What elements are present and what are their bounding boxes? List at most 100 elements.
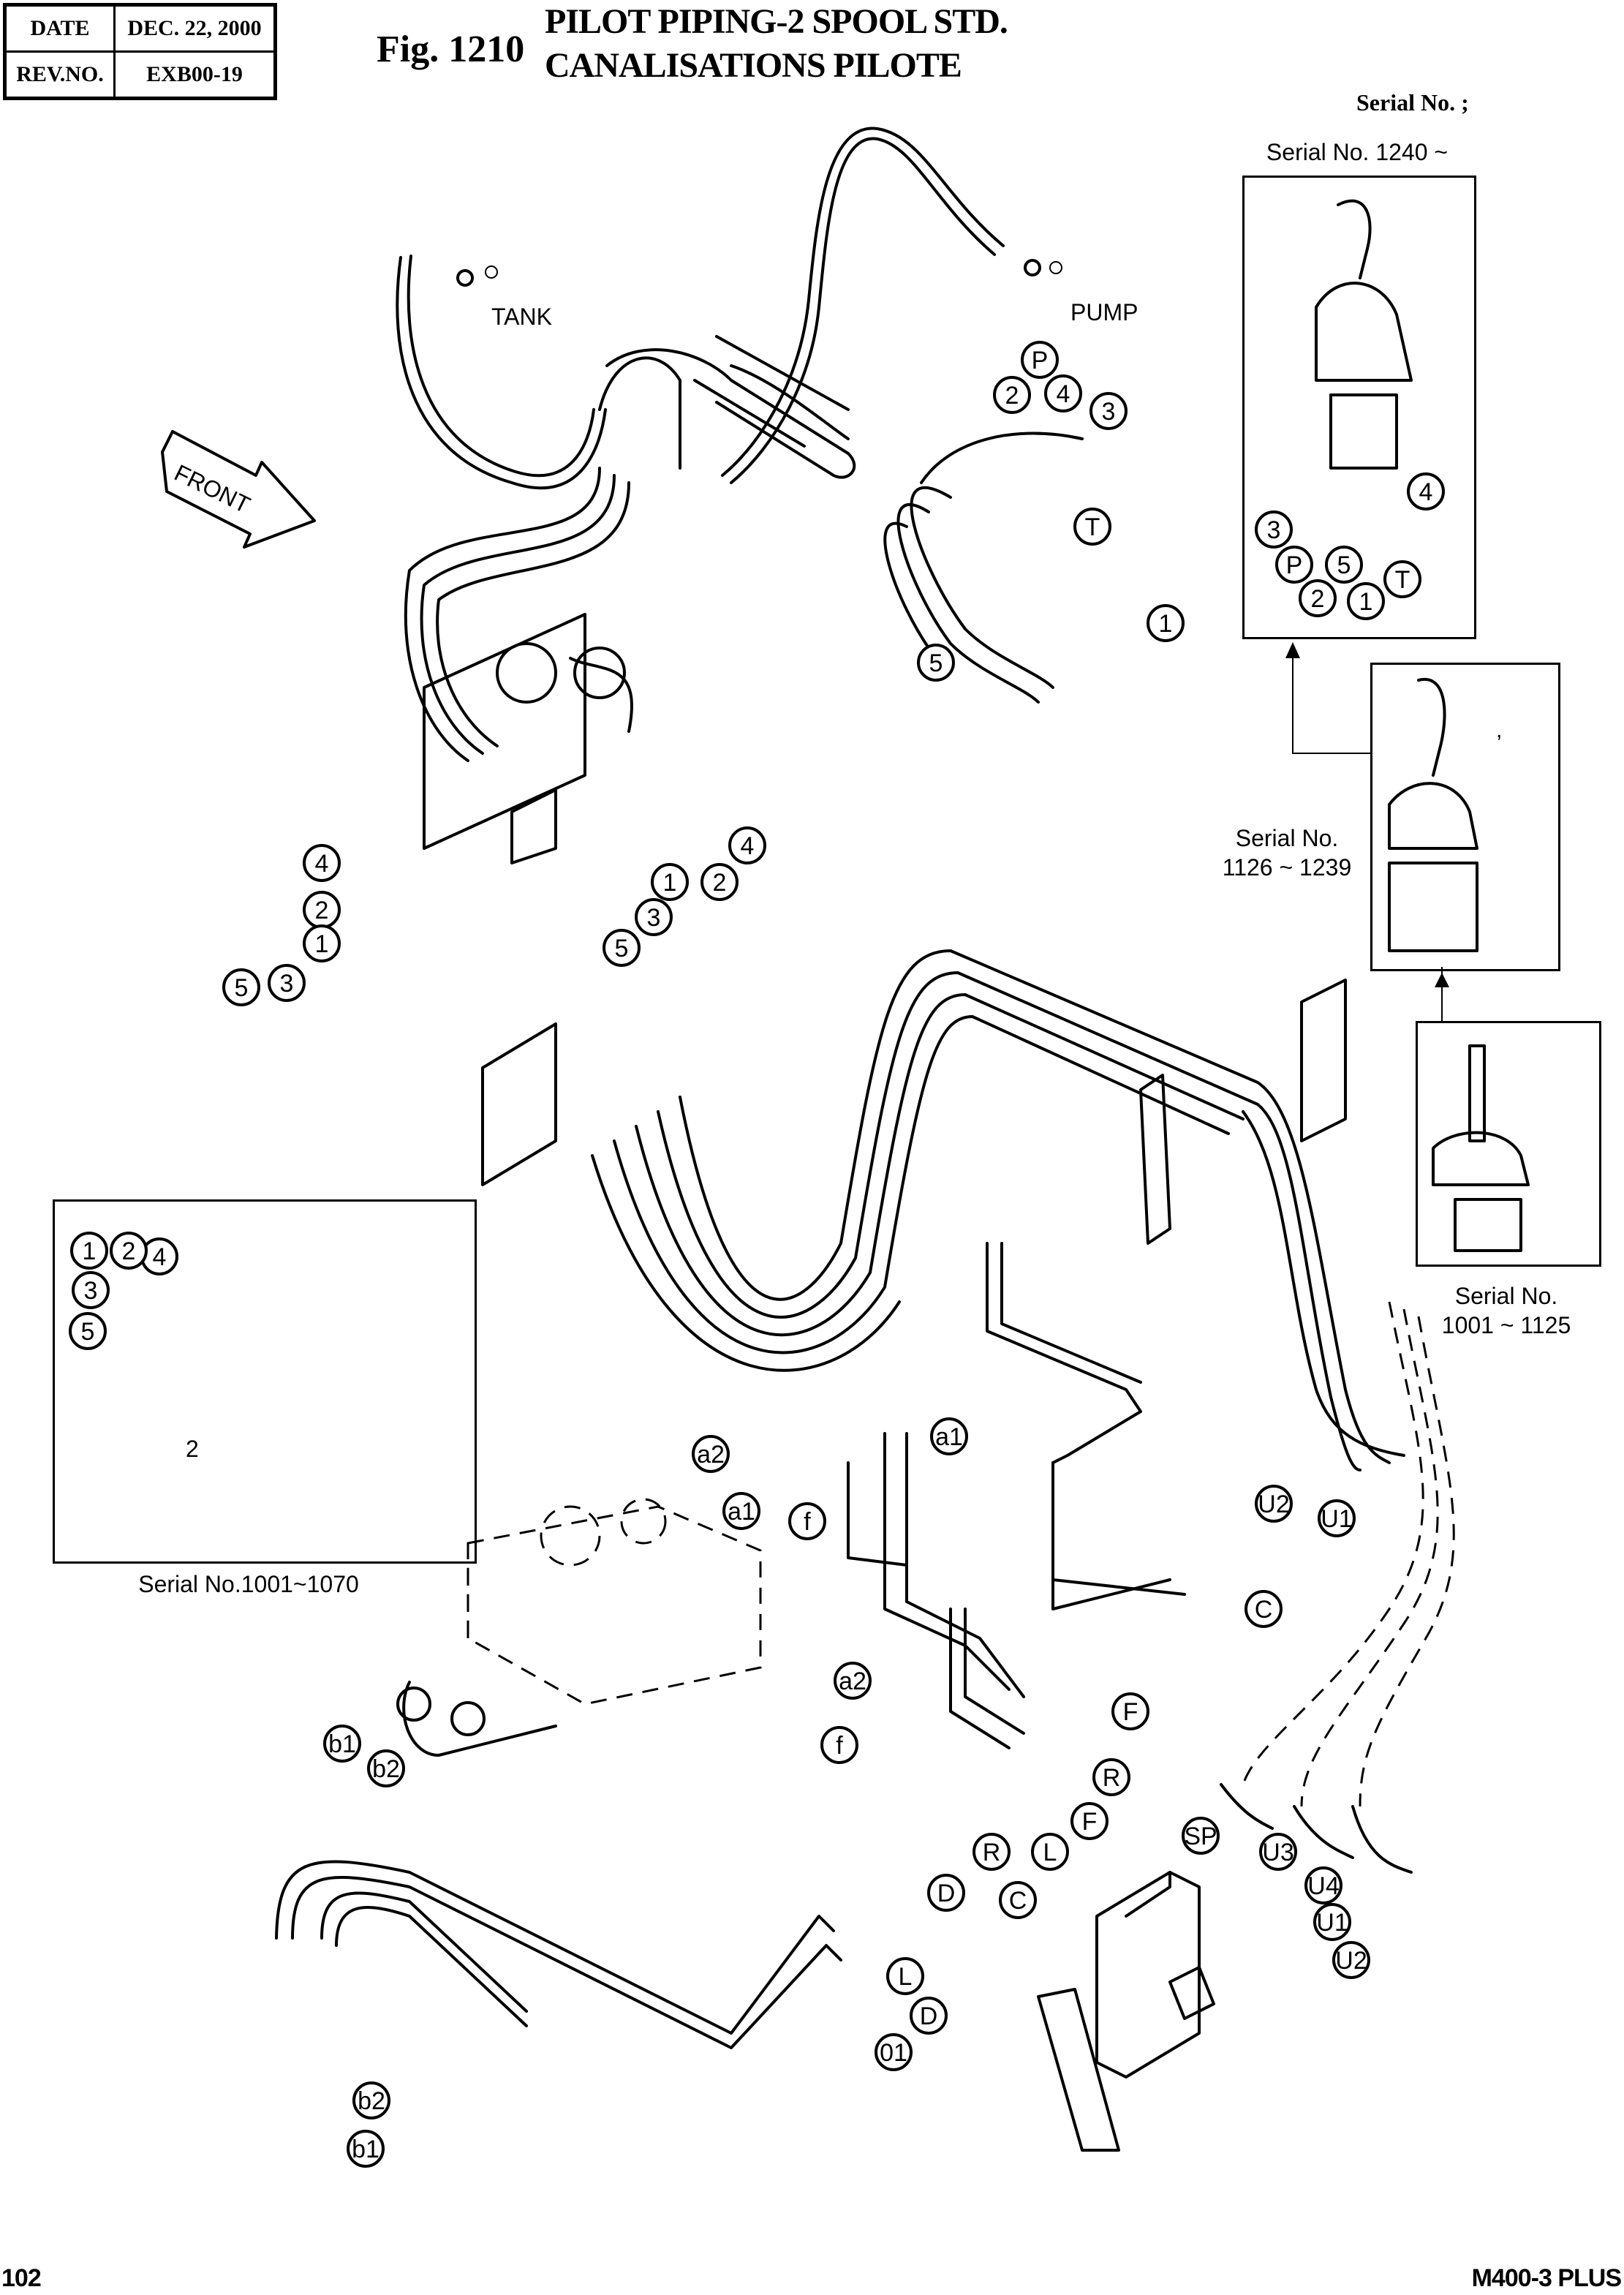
- callout-circle: [110, 1232, 148, 1270]
- callout-bubble: 1: [1147, 604, 1185, 642]
- callout-label: 1: [315, 930, 329, 958]
- callout-circle: [1332, 1941, 1370, 1979]
- callout-label: 4: [741, 832, 755, 860]
- callout-bubble: 5: [222, 968, 260, 1006]
- callout-label: F: [1123, 1698, 1138, 1726]
- callout-circle: [1255, 510, 1293, 549]
- callout-bubble: U2: [1332, 1941, 1370, 1979]
- callout-label: 5: [1337, 551, 1351, 579]
- callout-circle: [603, 929, 641, 967]
- s-curve-hoses: [591, 949, 1405, 1471]
- callout-circle: [1325, 546, 1363, 584]
- callout-label: 5: [615, 935, 629, 962]
- callout-label: 01: [880, 2039, 907, 2067]
- callout-label: b1: [352, 2136, 379, 2163]
- tank-hose: [396, 255, 607, 490]
- callout-label: 1: [83, 1237, 97, 1265]
- callout-bubble: a1: [722, 1492, 760, 1530]
- callout-bubble: P: [1275, 546, 1313, 584]
- callout-circle: [1021, 341, 1059, 379]
- callout-label: 5: [81, 1318, 95, 1346]
- callout-bubble: 4: [140, 1237, 178, 1275]
- joystick-1240: [1315, 199, 1413, 470]
- callout-label: U1: [1321, 1505, 1352, 1533]
- callout-label: a1: [728, 1498, 755, 1526]
- callout-circle: [1089, 392, 1128, 430]
- callout-circle: [1407, 472, 1445, 510]
- hose-bundle-bellows: [598, 335, 856, 479]
- front-arrow: FRONT: [161, 430, 316, 549]
- callout-circle: [1147, 604, 1185, 642]
- bottom-steel-lines: [275, 1860, 842, 2049]
- callout-label: F: [1082, 1808, 1098, 1836]
- callout-bubble: C: [1245, 1590, 1283, 1628]
- rev-label: REV.NO.: [4, 50, 116, 99]
- callout-bubble: 2: [700, 863, 739, 901]
- callout-circle: [834, 1662, 872, 1700]
- callout-bubble: U3: [1259, 1833, 1297, 1871]
- variant-serial-1126: Serial No. 1126 ~ 1239: [1206, 824, 1367, 882]
- older-serial-label: Serial No.1001~1070: [138, 1571, 359, 1597]
- callout-label: C: [1009, 1887, 1027, 1915]
- variant-serial-line1: Serial No.: [1235, 825, 1339, 851]
- callout-circle: [635, 898, 673, 936]
- callout-circle: [1304, 1866, 1342, 1904]
- title-french: CANALISATIONS PILOTE: [545, 46, 962, 85]
- variant-serial-1240: Serial No. 1240 ~: [1243, 137, 1471, 167]
- hose-clamp-bracket: [1139, 979, 1347, 1245]
- callout-circle: [352, 2081, 390, 2119]
- revision-table: DATE DEC. 22, 2000 REV.NO. EXB00-19: [3, 3, 277, 100]
- page-number: 102: [1, 2264, 42, 2292]
- mounting-bracket: [423, 613, 633, 1186]
- callout-bubble: 3: [1255, 510, 1293, 549]
- callout-label: 2: [713, 869, 727, 897]
- callout-bubble: F: [1070, 1802, 1109, 1840]
- callout-label: P: [1032, 347, 1049, 374]
- callout-bubble: U1: [1313, 1903, 1351, 1941]
- callout-label: C: [1255, 1596, 1273, 1624]
- callout-circle: [917, 644, 955, 682]
- callout-label: f: [804, 1508, 811, 1536]
- callout-circle: [999, 1881, 1037, 1919]
- callout-bubble: R: [972, 1833, 1011, 1871]
- variant-serial-line2: 1126 ~ 1239: [1222, 854, 1352, 881]
- serial-header: Serial No. ;: [1356, 89, 1469, 116]
- callout-circle: [1031, 1833, 1069, 1871]
- callout-bubble: R: [1092, 1758, 1130, 1796]
- callout-label: 3: [1267, 516, 1281, 544]
- main-hose-bundle: [404, 432, 1084, 762]
- callout-label: f: [836, 1732, 843, 1760]
- callout-circle: [70, 1232, 108, 1270]
- callout-bubble: 2: [993, 376, 1031, 414]
- callout-bubble: b2: [352, 2081, 390, 2119]
- callout-label: 3: [1102, 398, 1116, 426]
- joystick-1001: [1432, 1044, 1530, 1252]
- callout-bubble: 3: [268, 964, 306, 1002]
- callout-circle: [692, 1435, 730, 1473]
- callout-label: 2: [122, 1237, 136, 1265]
- stray-comma: ,: [1496, 718, 1502, 742]
- callout-bubble: 4: [728, 826, 766, 864]
- callout-label: L: [899, 1963, 913, 1991]
- callout-label: b1: [328, 1730, 356, 1758]
- callout-circle: [1259, 1833, 1297, 1871]
- callout-bubble: b1: [323, 1725, 361, 1763]
- callout-label: SP: [1184, 1823, 1217, 1850]
- callout-circle: [728, 826, 766, 864]
- callout-circle: [1347, 582, 1385, 620]
- callout-circle: [303, 924, 341, 962]
- callout-label: b2: [372, 1755, 400, 1783]
- callout-label: 5: [235, 974, 249, 1002]
- callout-bubble: C: [999, 1881, 1037, 1919]
- callout-bubble: 3: [1089, 392, 1128, 430]
- callout-circle: [651, 863, 689, 901]
- callout-label: U2: [1258, 1491, 1289, 1518]
- callout-bubble: 01: [875, 2033, 913, 2071]
- callout-label: P: [1286, 551, 1303, 579]
- callout-bubble: 1: [651, 863, 689, 901]
- callout-circle: [910, 1997, 948, 2035]
- callout-bubble: 3: [72, 1271, 110, 1309]
- callout-bubble: U1: [1318, 1499, 1356, 1537]
- callout-circle: [268, 964, 306, 1002]
